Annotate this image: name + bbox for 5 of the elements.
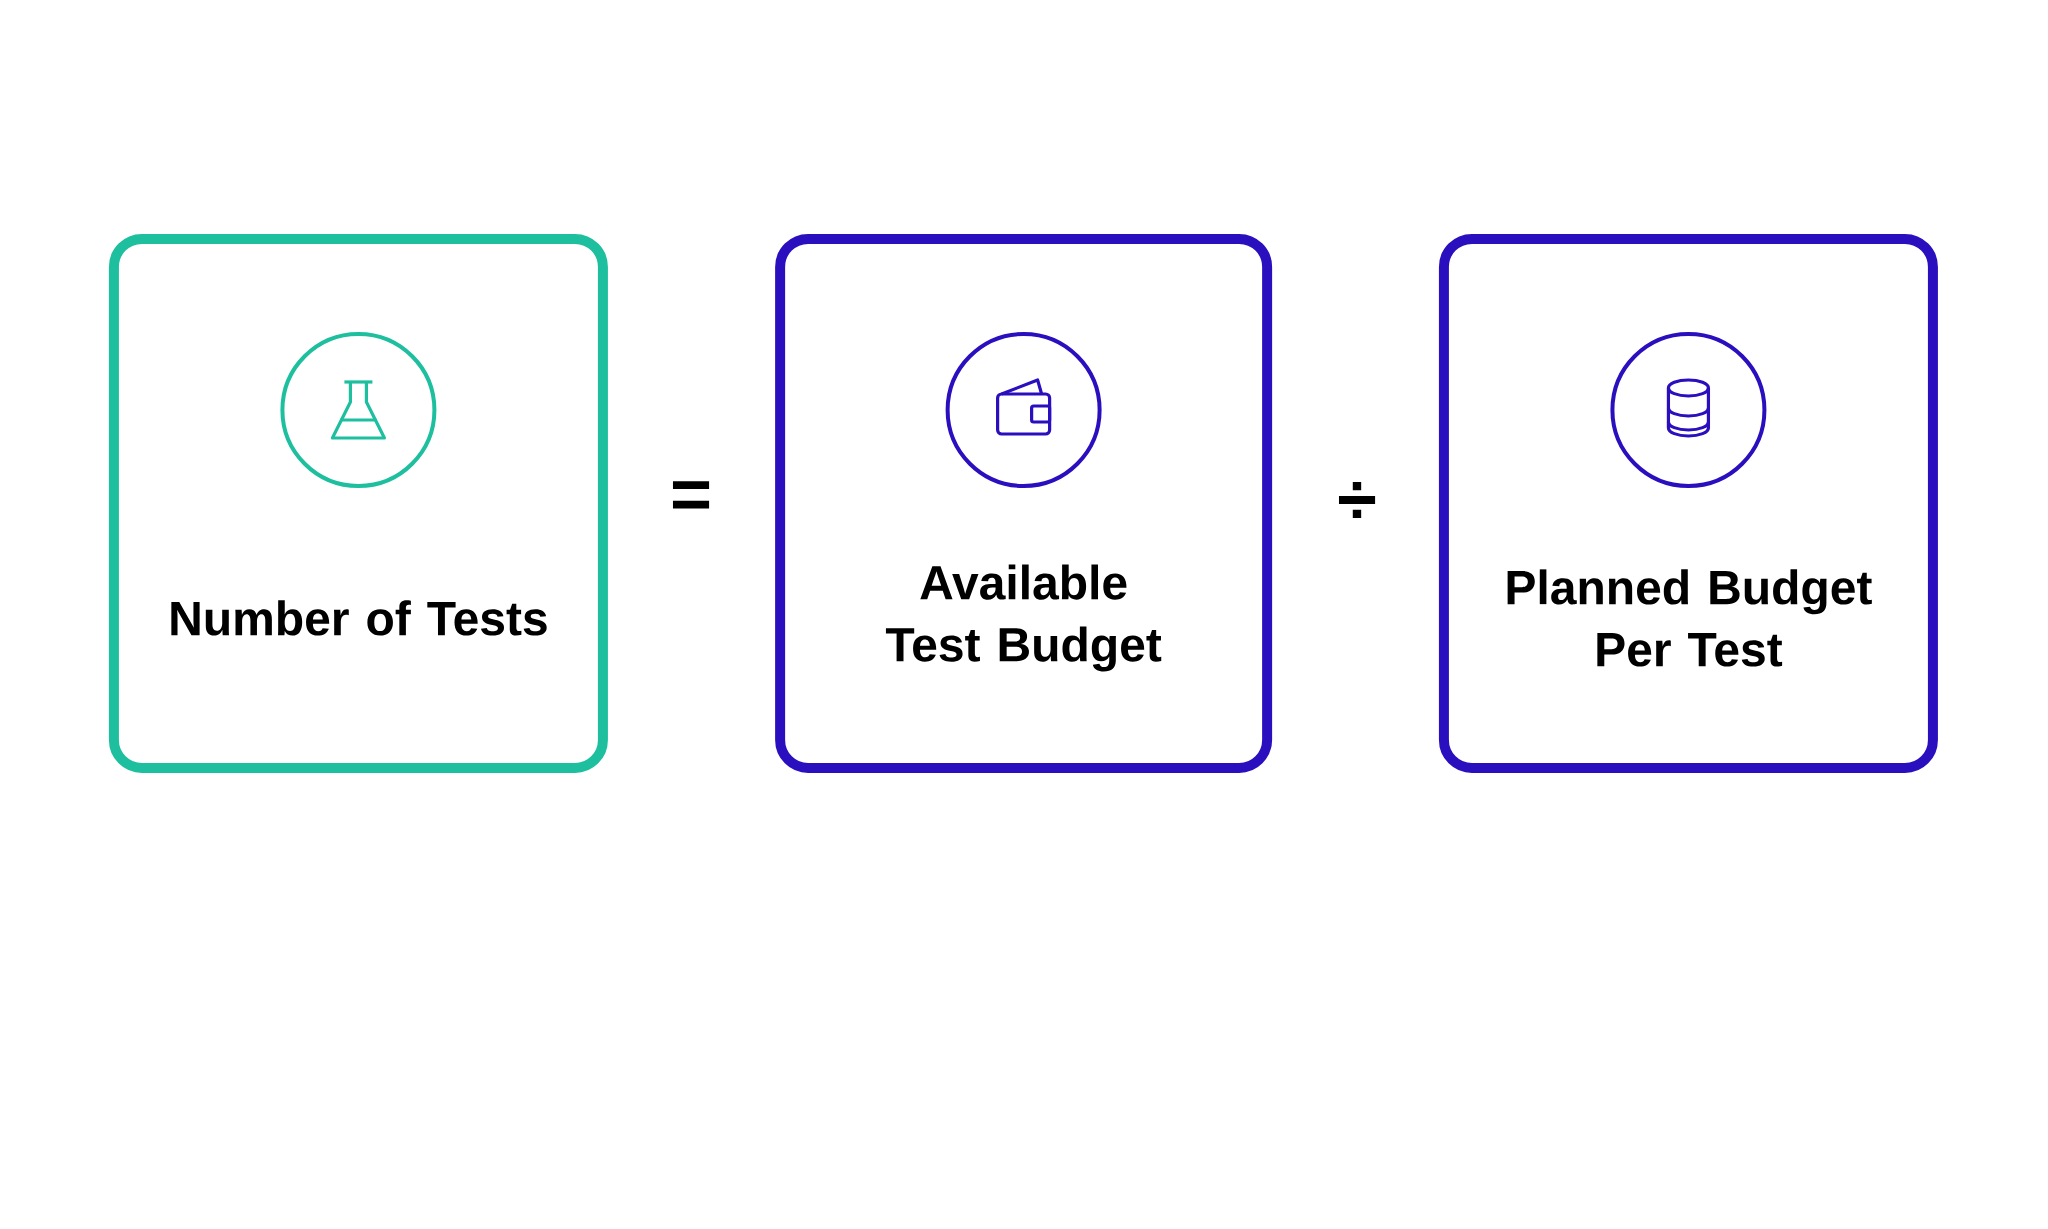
operator-sign: = <box>672 481 710 509</box>
box-label: Available Test Budget <box>885 564 1162 672</box>
box-label: Number of Tests <box>171 600 547 636</box>
operator-sign: ÷ <box>1339 482 1376 518</box>
box-label: Planned Budget Per Test <box>1507 569 1872 667</box>
